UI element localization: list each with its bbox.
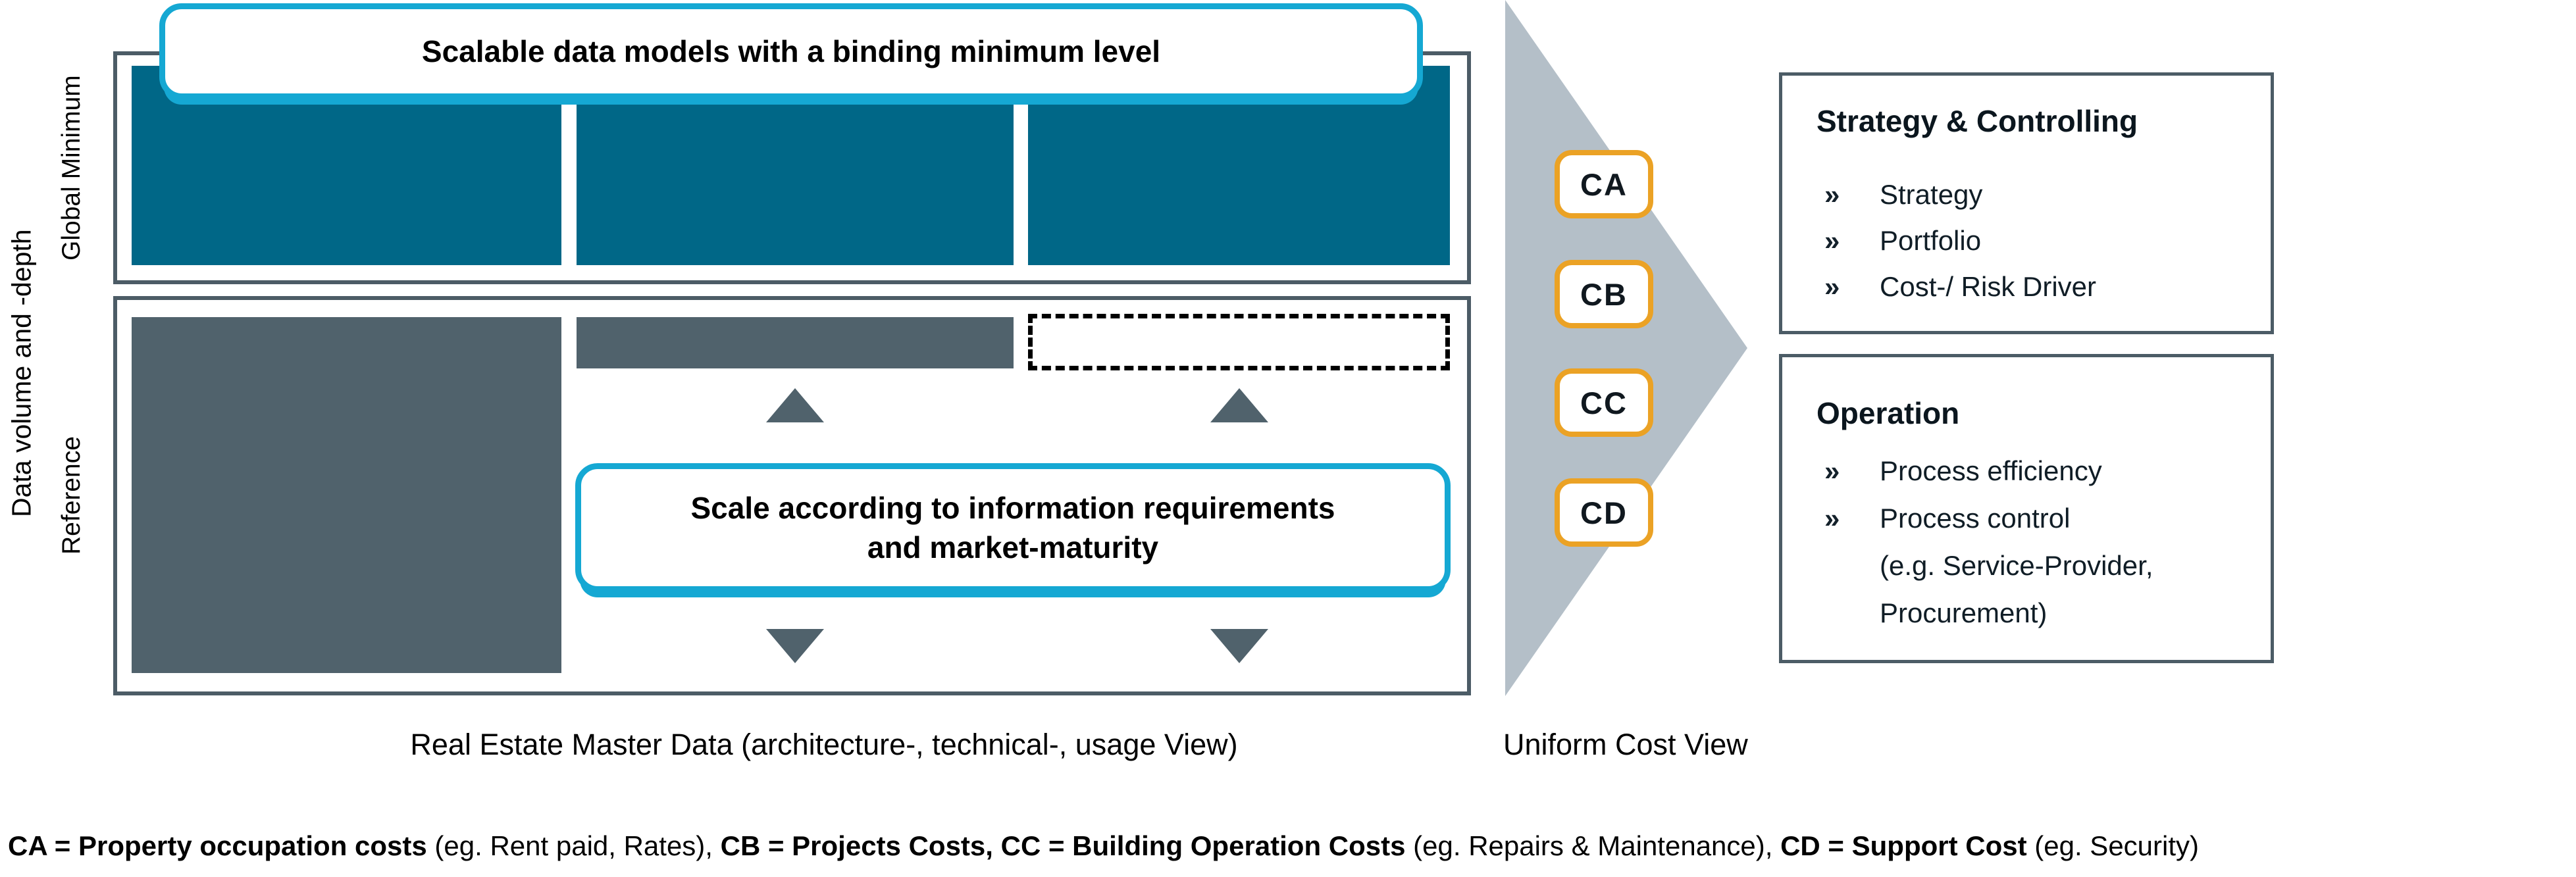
chevron-bullet-icon: » [1824, 179, 1840, 210]
reference-bar-placeholder-dashed [1028, 314, 1450, 370]
chevron-bullet-icon: » [1824, 503, 1840, 534]
legend-segment: CB = Projects Costs, CC = Building Opera… [720, 830, 1406, 861]
reference-bar-large [132, 317, 561, 673]
strategy-controlling-title: Strategy & Controlling [1816, 104, 2138, 138]
cost-badge-cd: CD [1555, 478, 1653, 547]
chevron-bullet-icon: » [1824, 271, 1840, 302]
cost-badge-cb: CB [1555, 260, 1653, 328]
legend-segment: (eg. Security) [2026, 830, 2200, 861]
operation-box: Operation » Process efficiency » Process… [1779, 354, 2274, 663]
scale-callout: Scale according to information requireme… [575, 463, 1451, 592]
legend-segment: (eg. Rent paid, Rates), [426, 830, 721, 861]
scale-down-arrow-icon [766, 629, 824, 663]
top-callout: Scalable data models with a binding mini… [159, 3, 1423, 99]
caption-master-data: Real Estate Master Data (architecture-, … [410, 728, 1238, 761]
scale-up-arrow-icon [1210, 388, 1268, 422]
scale-up-arrow-icon [766, 388, 824, 422]
cost-view-arrow [1505, 0, 1747, 696]
operation-title: Operation [1816, 396, 1960, 430]
scale-callout-line2: and market-maturity [867, 530, 1159, 564]
strategy-controlling-box: Strategy & Controlling » Strategy » Port… [1779, 72, 2274, 334]
legend-segment: CD = Support Cost [1780, 830, 2027, 861]
row-label-global-minimum: Global Minimum [57, 75, 86, 261]
scale-callout-line1: Scale according to information requireme… [690, 491, 1335, 525]
scale-down-arrow-icon [1210, 629, 1268, 663]
chevron-bullet-icon: » [1824, 225, 1840, 256]
cost-abbreviation-legend: CA = Property occupation costs (eg. Rent… [8, 830, 2568, 862]
y-axis-label: Data volume and -depth [6, 229, 37, 518]
reference-bar-medium [577, 317, 1014, 368]
chevron-bullet-icon: » [1824, 455, 1840, 486]
cost-badge-ca: CA [1555, 150, 1653, 218]
row-label-reference: Reference [57, 436, 86, 555]
caption-uniform-cost-view: Uniform Cost View [1503, 728, 1748, 761]
cost-badge-cc: CC [1555, 368, 1653, 437]
legend-segment: (eg. Repairs & Maintenance), [1405, 830, 1781, 861]
legend-segment: CA = Property occupation costs [8, 830, 427, 861]
top-callout-text: Scalable data models with a binding mini… [421, 34, 1161, 68]
